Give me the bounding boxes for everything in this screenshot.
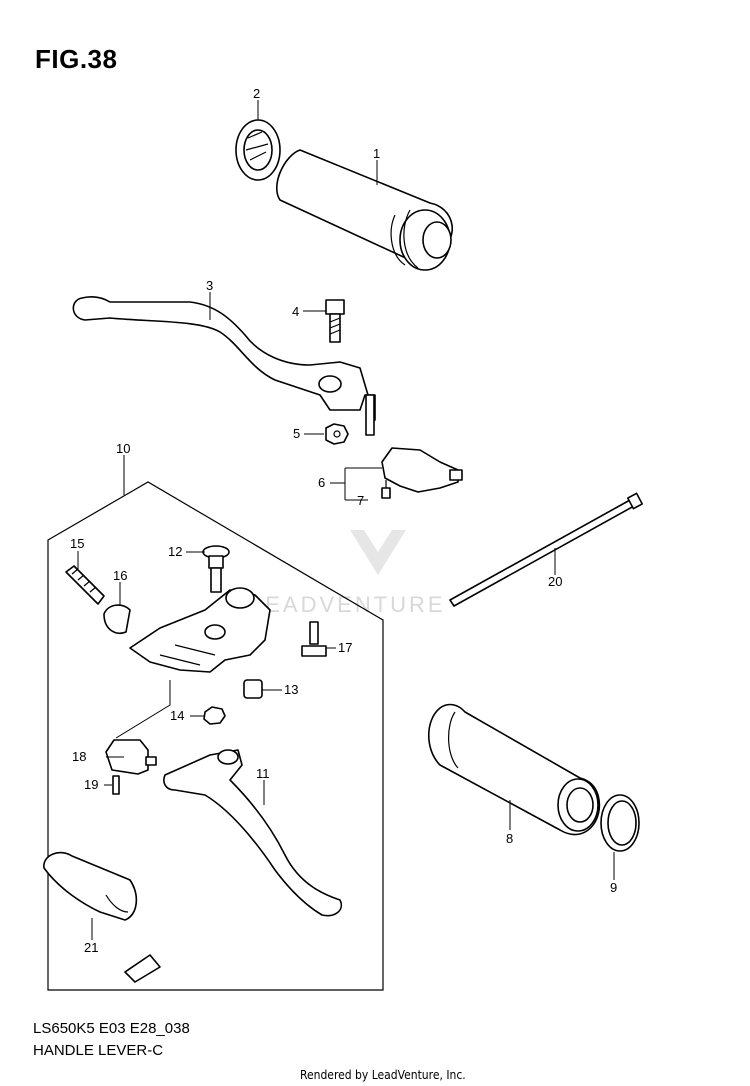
callout-7: 7: [357, 493, 364, 508]
figure-code: LS650K5 E03 E28_038: [33, 1020, 190, 1037]
callout-5: 5: [293, 426, 300, 441]
part-14-nut: [203, 706, 226, 725]
callout-21: 21: [84, 940, 98, 955]
part-13-spacer: [243, 679, 263, 699]
part-18-switch: [105, 739, 157, 775]
leader-lines: [77, 100, 615, 940]
callout-2: 2: [253, 86, 260, 101]
part-1-throttle-grip: [275, 149, 453, 271]
part-11-clutch-lever: [163, 749, 342, 917]
assembly-10-box: [47, 481, 384, 991]
callout-19: 19: [84, 777, 98, 792]
part-6-switch: [381, 447, 463, 493]
part-10-bracket: [129, 587, 271, 673]
callout-labels: 2 1 3 4 5 6 7 20 10 12 15 16 17 13 14 18…: [70, 86, 617, 955]
part-12-pivot-bolt: [202, 545, 230, 593]
callout-15: 15: [70, 536, 84, 551]
part-3-brake-lever: [72, 296, 376, 436]
part-15-adjuster: [65, 565, 105, 605]
callout-1: 1: [373, 146, 380, 161]
callout-6: 6: [318, 475, 325, 490]
callout-17: 17: [338, 640, 352, 655]
part-4-bolt: [325, 299, 345, 343]
part-7-screw: [381, 480, 391, 499]
callout-20: 20: [548, 574, 562, 589]
part-16-collar: [103, 604, 131, 634]
watermark-text: LEADVENTURE: [250, 592, 446, 617]
rendered-by-footer: Rendered by LeadVenture, Inc.: [300, 1068, 466, 1082]
callout-14: 14: [170, 708, 184, 723]
callout-13: 13: [284, 682, 298, 697]
watermark: LEADVENTURE: [250, 530, 446, 617]
callout-9: 9: [610, 880, 617, 895]
callout-12: 12: [168, 544, 182, 559]
part-21-cover: [43, 851, 138, 921]
callout-16: 16: [113, 568, 127, 583]
fwd-arrow: FWD: [124, 954, 161, 983]
part-17-bolt: [301, 621, 327, 657]
part-20-cable-tie: [449, 492, 644, 607]
callout-8: 8: [506, 831, 513, 846]
part-19-screw: [112, 775, 120, 795]
part-9-end-cap: [600, 794, 640, 852]
callout-11: 11: [256, 766, 270, 781]
callout-3: 3: [206, 278, 213, 293]
figure-name: HANDLE LEVER-C: [33, 1042, 164, 1059]
part-2-ring: [235, 119, 281, 181]
callout-18: 18: [72, 749, 86, 764]
part-5-nut: [325, 423, 349, 445]
figure-title: FIG.38: [35, 44, 118, 74]
callout-10: 10: [116, 441, 130, 456]
callout-4: 4: [292, 304, 299, 319]
part-8-left-grip: [428, 703, 601, 836]
